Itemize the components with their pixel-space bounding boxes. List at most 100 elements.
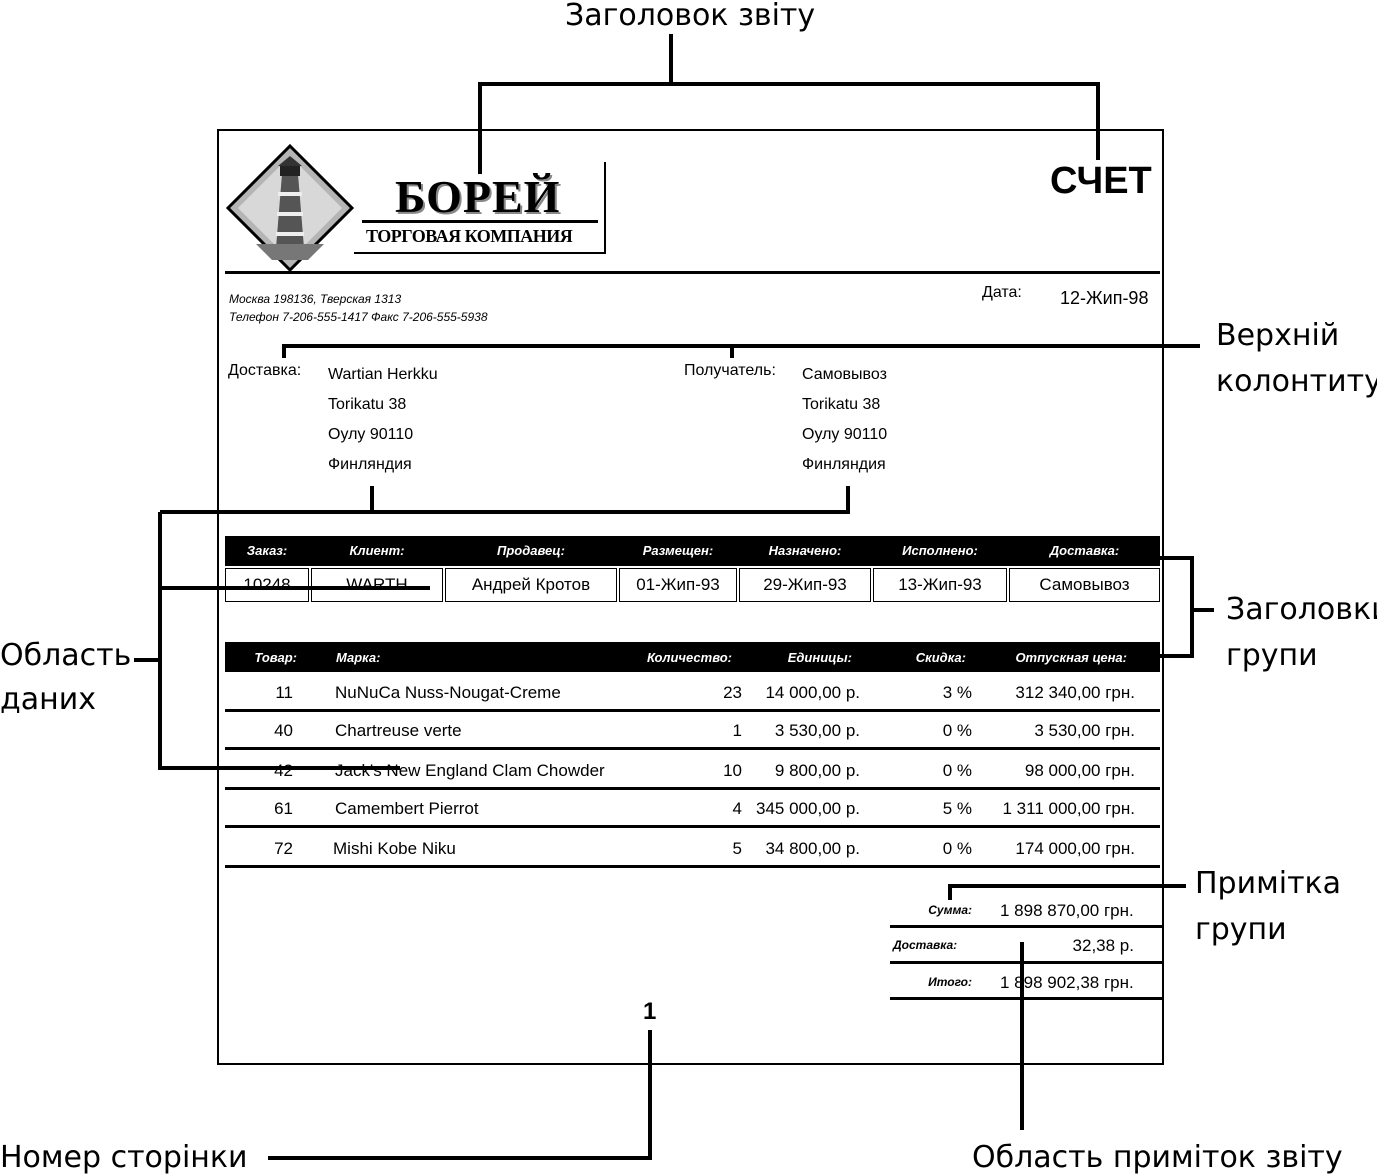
- item-total: 312 340,00 грн.: [1015, 683, 1135, 702]
- item-name: Mishi Kobe Niku: [333, 839, 456, 858]
- item-price: 14 000,00 р.: [765, 683, 860, 702]
- item-discount: 3 %: [942, 683, 972, 702]
- item-discount: 0 %: [942, 761, 972, 780]
- totals-divider: [890, 961, 1162, 964]
- order-header-cell: Клиент:: [349, 543, 405, 558]
- order-cell-box: [739, 568, 871, 602]
- logo-title: БОРЕЙ: [395, 171, 561, 222]
- address-line-2: Телефон 7-206-555-1417 Факс 7-206-555-59…: [229, 310, 488, 324]
- callout-page-header-line2: колонтитул: [1216, 364, 1377, 399]
- item-name: NuNuCa Nuss-Nougat-Creme: [335, 683, 561, 702]
- item-discount: 0 %: [942, 721, 972, 740]
- row-divider: [225, 709, 1160, 712]
- ship-line: Torikatu 38: [328, 396, 407, 413]
- items-header-cell: Скидка:: [915, 650, 966, 665]
- item-price: 345 000,00 р.: [756, 799, 860, 818]
- logo-frame-right: [604, 162, 606, 254]
- totals-divider: [890, 925, 1162, 928]
- item-id: 72: [274, 839, 293, 858]
- item-id: 61: [274, 799, 293, 818]
- callout-group-footer-line1: Примітка: [1195, 866, 1342, 901]
- total-label: Итого:: [928, 975, 972, 989]
- items-header-cell: Количество:: [646, 650, 732, 665]
- total-value: 1 898 902,38 грн.: [1000, 973, 1134, 992]
- logo-subtitle: ТОРГОВАЯ КОМПАНИЯ: [366, 226, 573, 246]
- item-price: 34 800,00 р.: [765, 839, 860, 858]
- ship-line: Финляндия: [328, 456, 412, 473]
- order-cell-box: [445, 568, 617, 602]
- callout-group-headers-line1: Заголовки: [1226, 592, 1377, 627]
- item-qty: 10: [723, 761, 742, 780]
- item-total: 3 530,00 грн.: [1034, 721, 1135, 740]
- date-label: Дата:: [982, 284, 1022, 301]
- items-header-cell: Единицы:: [787, 650, 852, 665]
- order-value: Самовывоз: [1039, 575, 1130, 594]
- recipient-line: Torikatu 38: [802, 396, 881, 413]
- callout-page-header-line1: Верхній: [1216, 318, 1340, 353]
- order-value: 01-Жип-93: [636, 575, 720, 594]
- logo-frame-bottom: [354, 252, 606, 254]
- subtotal-label: Сумма:: [928, 903, 972, 917]
- row-divider: [225, 747, 1160, 750]
- callout-report-footer: Область приміток звіту: [972, 1140, 1343, 1175]
- freight-value: 32,38 р.: [1072, 936, 1134, 955]
- callout-group-footer-line2: групи: [1195, 912, 1287, 947]
- ship-label: Доставка:: [228, 362, 302, 379]
- order-value: 10248: [243, 575, 291, 594]
- subtotal-value: 1 898 870,00 грн.: [1000, 901, 1134, 920]
- item-total: 1 311 000,00 грн.: [1002, 799, 1136, 818]
- item-discount: 0 %: [942, 839, 972, 858]
- item-discount: 5 %: [942, 799, 972, 818]
- recipient-line: Финляндия: [802, 456, 886, 473]
- item-price: 3 530,00 р.: [774, 721, 860, 740]
- ship-line: Wartian Herkku: [328, 366, 438, 383]
- item-id: 42: [274, 761, 293, 780]
- item-price: 9 800,00 р.: [774, 761, 860, 780]
- ship-line: Оулу 90110: [328, 426, 414, 443]
- callout-group-headers-line2: групи: [1226, 638, 1318, 673]
- row-divider: [225, 787, 1160, 790]
- item-total: 98 000,00 грн.: [1024, 761, 1135, 780]
- item-name: Camembert Pierrot: [335, 799, 479, 818]
- order-header-cell: Размещен:: [642, 543, 714, 558]
- order-value: Андрей Кротов: [471, 575, 591, 594]
- callout-data-area-line1: Область: [0, 638, 132, 673]
- order-value: 13-Жип-93: [898, 575, 982, 594]
- order-header-cell: Исполнено:: [902, 543, 978, 558]
- header-divider: [225, 271, 1160, 274]
- item-qty: 5: [732, 839, 742, 858]
- order-cell-box: [1009, 568, 1160, 602]
- items-header-cell: Отпускная цена:: [1015, 650, 1127, 665]
- item-name: Jack's New England Clam Chowder: [335, 761, 605, 780]
- recipient-label: Получатель:: [684, 362, 776, 379]
- callout-report-header: Заголовок звіту: [565, 0, 816, 33]
- item-qty: 4: [732, 799, 742, 818]
- lighthouse-logo-icon: [226, 144, 354, 272]
- item-total: 174 000,00 грн.: [1015, 839, 1135, 858]
- order-cell-box: [873, 568, 1007, 602]
- order-value: 29-Жип-93: [763, 575, 847, 594]
- row-divider: [225, 865, 1160, 868]
- recipient-line: Оулу 90110: [802, 426, 888, 443]
- connector-group-headers: [1160, 556, 1194, 658]
- item-qty: 1: [732, 721, 742, 740]
- order-header-cell: Назначено:: [768, 543, 842, 558]
- date-value: 12-Жип-98: [1060, 288, 1149, 308]
- freight-label: Доставка:: [893, 938, 958, 952]
- item-name: Chartreuse verte: [335, 721, 462, 740]
- order-header-cell: Заказ:: [246, 543, 288, 558]
- callout-data-area-line2: даних: [0, 682, 96, 717]
- order-value: WARTH: [346, 575, 408, 594]
- item-id: 40: [274, 721, 293, 740]
- callout-page-number: Номер сторінки: [0, 1140, 248, 1175]
- order-header-cell: Доставка:: [1049, 543, 1120, 558]
- order-header-cell: Продавец:: [497, 543, 565, 558]
- items-header-cell: Марка:: [336, 650, 381, 665]
- item-id: 11: [275, 683, 293, 702]
- order-cell-box: [619, 568, 737, 602]
- report-title: СЧЕТ: [1050, 160, 1152, 202]
- page-number: 1: [643, 998, 657, 1025]
- items-header-cell: Товар:: [254, 650, 297, 665]
- item-qty: 23: [723, 683, 742, 702]
- logo-rule: [362, 220, 598, 223]
